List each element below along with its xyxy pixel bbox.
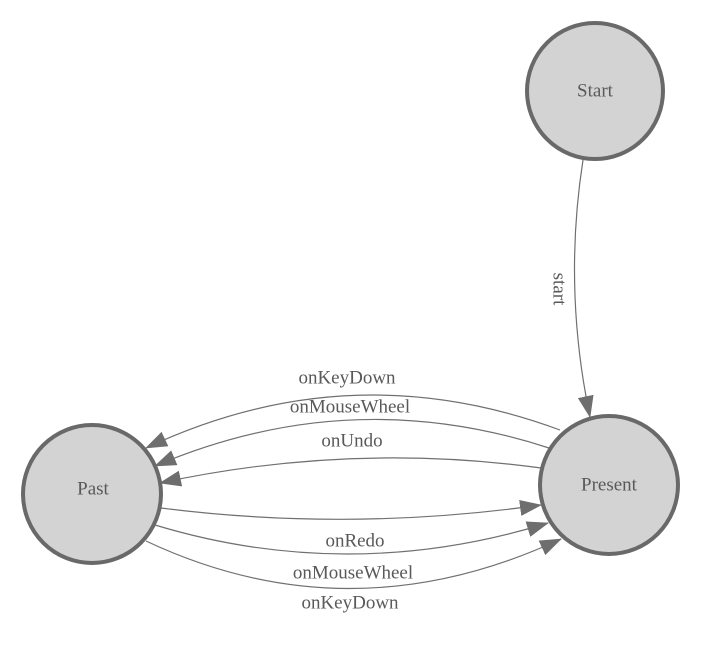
edge-present-past-onundo: onUndo	[159, 430, 542, 487]
edge-label-onkeydown-bottom: onKeyDown	[301, 592, 399, 613]
node-start: Start	[525, 21, 665, 161]
node-past-circle	[21, 423, 163, 565]
edge-label-start: start	[549, 273, 570, 306]
node-present-circle	[538, 414, 680, 556]
edge-present-past-onmousewheel: onMouseWheel	[154, 396, 550, 467]
edge-present-past-onkeydown: onKeyDown	[145, 367, 561, 449]
node-past: Past	[21, 423, 163, 565]
edge-past-present-onredo-line	[160, 500, 542, 520]
edge-label-onmousewheel-bottom: onMouseWheel	[293, 562, 413, 583]
edge-label-onkeydown-top: onKeyDown	[298, 367, 396, 388]
edge-past-present-onkeydown-line	[145, 538, 562, 590]
edge-past-present-onkeydown: onKeyDown	[145, 538, 562, 613]
edge-start-present-line	[573, 159, 594, 418]
edge-label-onmousewheel-top: onMouseWheel	[290, 396, 410, 417]
edge-past-present-onmousewheel-line	[154, 521, 549, 555]
edge-past-present-onmousewheel: onMouseWheel	[154, 521, 549, 583]
node-present: Present	[538, 414, 680, 556]
edge-start-present: start	[549, 159, 594, 418]
node-start-label: Start	[577, 80, 614, 101]
edge-present-past-onkeydown-line	[145, 394, 561, 449]
edge-present-past-onmousewheel-line	[154, 418, 550, 467]
edge-label-onundo: onUndo	[321, 430, 382, 451]
node-past-label: Past	[77, 478, 109, 499]
edge-past-present-onredo: onRedo	[160, 500, 542, 551]
node-start-circle	[525, 21, 665, 161]
edge-label-onredo: onRedo	[325, 530, 384, 551]
edge-present-past-onundo-line	[159, 457, 542, 487]
node-present-label: Present	[581, 474, 638, 495]
